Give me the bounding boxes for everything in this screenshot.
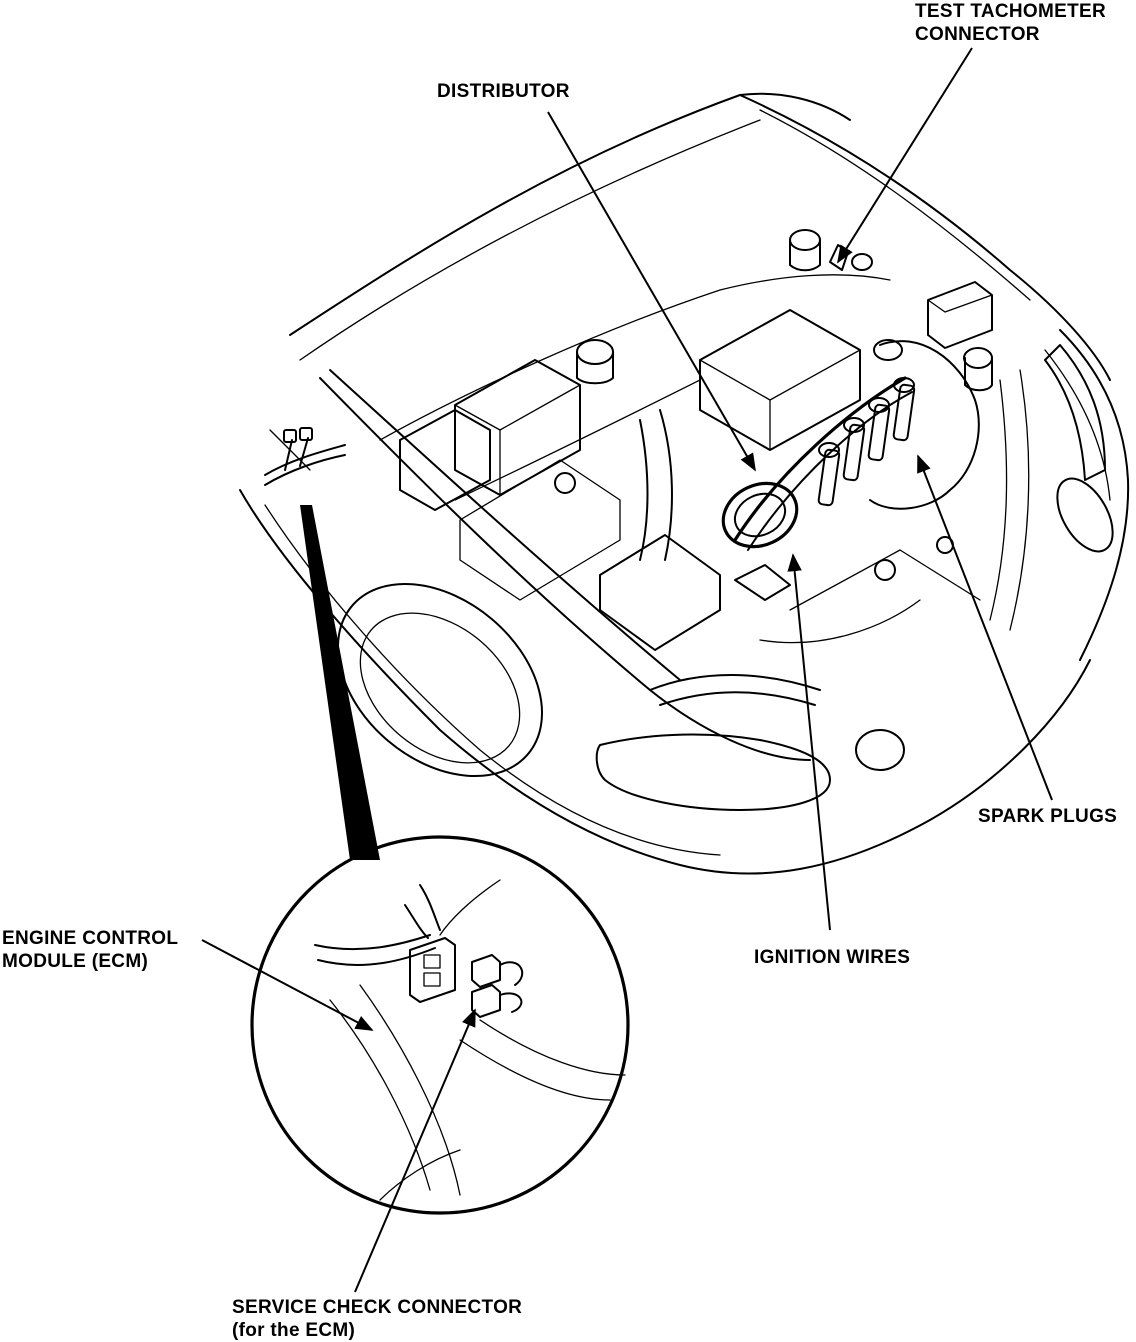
distributor-leader xyxy=(547,111,756,472)
ecm-leader xyxy=(201,939,374,1031)
engine-control-module-line-2: MODULE (ECM) xyxy=(2,951,149,972)
harness-detail-source xyxy=(264,427,346,486)
engine-control-module-label: ENGINE CONTROL MODULE (ECM) xyxy=(2,927,178,973)
ignition-wires-leader xyxy=(787,553,831,931)
callout-cone xyxy=(300,505,380,860)
spark-plugs-label: SPARK PLUGS xyxy=(978,806,1118,827)
test-tachometer-connector-label: TEST TACHOMETER CONNECTOR xyxy=(915,0,1106,46)
ecm-detail-circle xyxy=(250,835,630,1215)
spark-plugs-leader xyxy=(917,454,1053,801)
ignition-wires-label: IGNITION WIRES xyxy=(754,947,911,968)
test-tachometer-connector-line-1: TEST TACHOMETER xyxy=(915,1,1106,22)
service-check-connector-label: SERVICE CHECK CONNECTOR (for the ECM) xyxy=(232,1296,522,1342)
service-check-connector-line-1: SERVICE CHECK CONNECTOR xyxy=(232,1297,523,1318)
spark-plug-boots xyxy=(817,377,916,507)
service-check-leader xyxy=(354,1008,476,1293)
distributor-label: DISTRIBUTOR xyxy=(437,81,570,102)
tachometer-leader xyxy=(837,47,973,264)
test-tachometer-connector-line-2: CONNECTOR xyxy=(915,24,1040,45)
leader-lines xyxy=(201,47,1053,1293)
engine-control-module-line-1: ENGINE CONTROL xyxy=(2,928,179,949)
engine-bay xyxy=(379,229,1030,706)
car-body-outline xyxy=(239,92,1130,875)
service-check-connector-line-2: (for the ECM) xyxy=(232,1320,356,1341)
